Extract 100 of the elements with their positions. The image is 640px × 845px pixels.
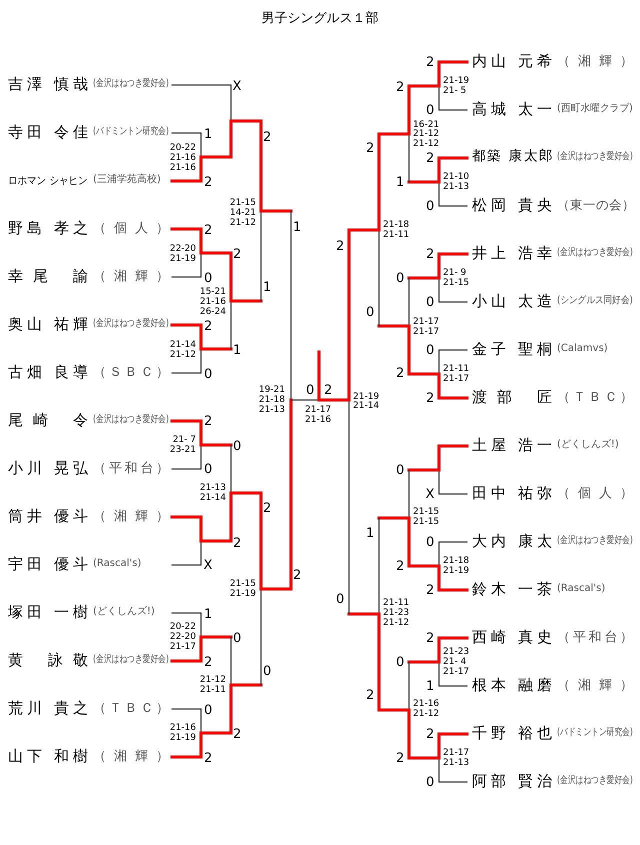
match-score: X (232, 80, 242, 92)
match-score: 0 (426, 344, 434, 356)
match-score: 2 (204, 320, 212, 332)
game-score: 21-16 (170, 154, 196, 162)
match-score: 1 (204, 128, 212, 140)
match-score: 2 (426, 392, 434, 404)
match-score: 2 (233, 248, 242, 260)
player-name: 黄 詠敬 (8, 652, 88, 668)
match-score: 1 (204, 608, 212, 620)
match-score: 2 (204, 176, 212, 188)
game-score: 21-12 (170, 350, 196, 360)
match-score: 0 (233, 440, 242, 452)
game-score: 21-16 (170, 164, 196, 172)
player-name: 塚田 一樹 (8, 604, 88, 620)
club-name: (Calamvs) (557, 344, 608, 354)
player-name: 幸尾 諭 (8, 268, 88, 284)
title: 男子シングルス１部 (260, 12, 380, 25)
player-name: 井上 浩幸 (472, 246, 552, 260)
match-score: 0 (204, 368, 212, 380)
match-score: 0 (396, 464, 404, 476)
match-score: 2 (426, 152, 434, 164)
game-score: 21-17 (443, 668, 470, 676)
game-score: 26-24 (200, 308, 226, 316)
match-score: 2 (233, 536, 242, 550)
game-score: 21-17 (413, 318, 440, 326)
match-score: 0 (204, 272, 212, 284)
club-name: (バドミントン研究会) (93, 127, 169, 137)
match-score: 0 (426, 296, 434, 308)
game-score: 21-11 (383, 230, 410, 240)
game-score: 21-14 (353, 402, 380, 410)
match-score: 0 (396, 272, 404, 284)
match-score: 2 (324, 384, 332, 396)
game-score: 21-16 (170, 724, 196, 732)
player-name: 松岡 貴央 (472, 198, 552, 212)
match-score: 1 (426, 680, 434, 692)
game-score: 21-15 (413, 518, 440, 526)
club-name: （東一の会） (557, 198, 633, 212)
player-name: 阿部 賢治 (472, 774, 552, 788)
match-score: 0 (426, 200, 434, 212)
player-name: 吉澤 慎哉 (8, 76, 88, 92)
match-score: 2 (204, 224, 212, 236)
game-score: 21-23 (383, 608, 410, 618)
match-score: X (204, 558, 212, 572)
game-score: 21-12 (383, 618, 410, 628)
player-name: 鈴木 一茶 (472, 582, 552, 596)
game-score: 21-17 (413, 328, 440, 336)
club-name: (バドミントン研究会) (557, 728, 633, 738)
player-name: 小川 晃弘 (8, 460, 88, 476)
match-score: 2 (396, 752, 404, 764)
game-score: 21-17 (443, 748, 470, 758)
player-name: 筒井 優斗 (8, 508, 88, 524)
game-score: 21-18 (443, 556, 470, 566)
game-score: 21-11 (200, 686, 226, 694)
match-score: 2 (426, 728, 434, 740)
game-score: 21-13 (443, 182, 470, 192)
match-score: 0 (426, 536, 434, 548)
game-score: 22-20 (170, 244, 196, 254)
match-score: 0 (306, 384, 314, 396)
match-score: 0 (396, 656, 404, 668)
club-name: (Rascal's) (93, 559, 142, 569)
club-name: （平和台） (557, 630, 633, 644)
club-name: （湘輝） (93, 270, 169, 282)
player-name: 宇田 優斗 (8, 556, 88, 572)
game-score: 21-18 (258, 396, 285, 404)
player-name: 山下 和樹 (8, 748, 88, 764)
club-name: (金沢はねつき愛好会) (93, 655, 169, 665)
player-name: 都築 康太郎 (472, 150, 552, 164)
game-score: 21-17 (170, 642, 196, 652)
match-score: 0 (336, 592, 344, 606)
game-score: 21-19 (443, 76, 470, 86)
game-score: 21-10 (443, 172, 470, 182)
match-score: 0 (204, 704, 212, 716)
match-score: 1 (263, 280, 272, 294)
match-score: 2 (263, 502, 272, 514)
game-score: 22-20 (170, 632, 196, 642)
club-name: (金沢はねつき愛好会) (557, 776, 633, 786)
match-score: 0 (426, 776, 434, 788)
club-name: (金沢はねつき愛好会) (557, 536, 633, 546)
club-name: （ＳＢＣ） (93, 366, 169, 378)
game-score: 14-21 (230, 208, 256, 218)
game-score: 21-23 (443, 648, 470, 656)
game-score: 21-16 (413, 700, 440, 708)
club-name: (Rascal's) (557, 584, 606, 594)
game-score: 21-12 (413, 130, 440, 138)
player-name: 内山 元希 (472, 54, 552, 68)
match-score: 0 (366, 306, 374, 318)
game-score: 21-13 (200, 484, 226, 492)
player-name: 野島 孝之 (8, 220, 88, 236)
match-score: 0 (233, 632, 242, 644)
game-score: 21-19 (170, 734, 196, 742)
player-name: 古畑 良導 (8, 364, 88, 380)
club-name: (どくしんズ!) (557, 440, 619, 450)
club-name: (金沢はねつき愛好会) (93, 415, 169, 425)
player-name: 田中 祐弥 (472, 486, 552, 500)
player-name: ロホマン シャヒン (8, 174, 88, 186)
game-score: 21-19 (443, 566, 470, 576)
match-score: 2 (336, 240, 344, 252)
club-name: (三浦学苑高校) (93, 175, 161, 185)
match-score: 0 (426, 104, 434, 116)
game-score: 21-15 (443, 278, 470, 288)
